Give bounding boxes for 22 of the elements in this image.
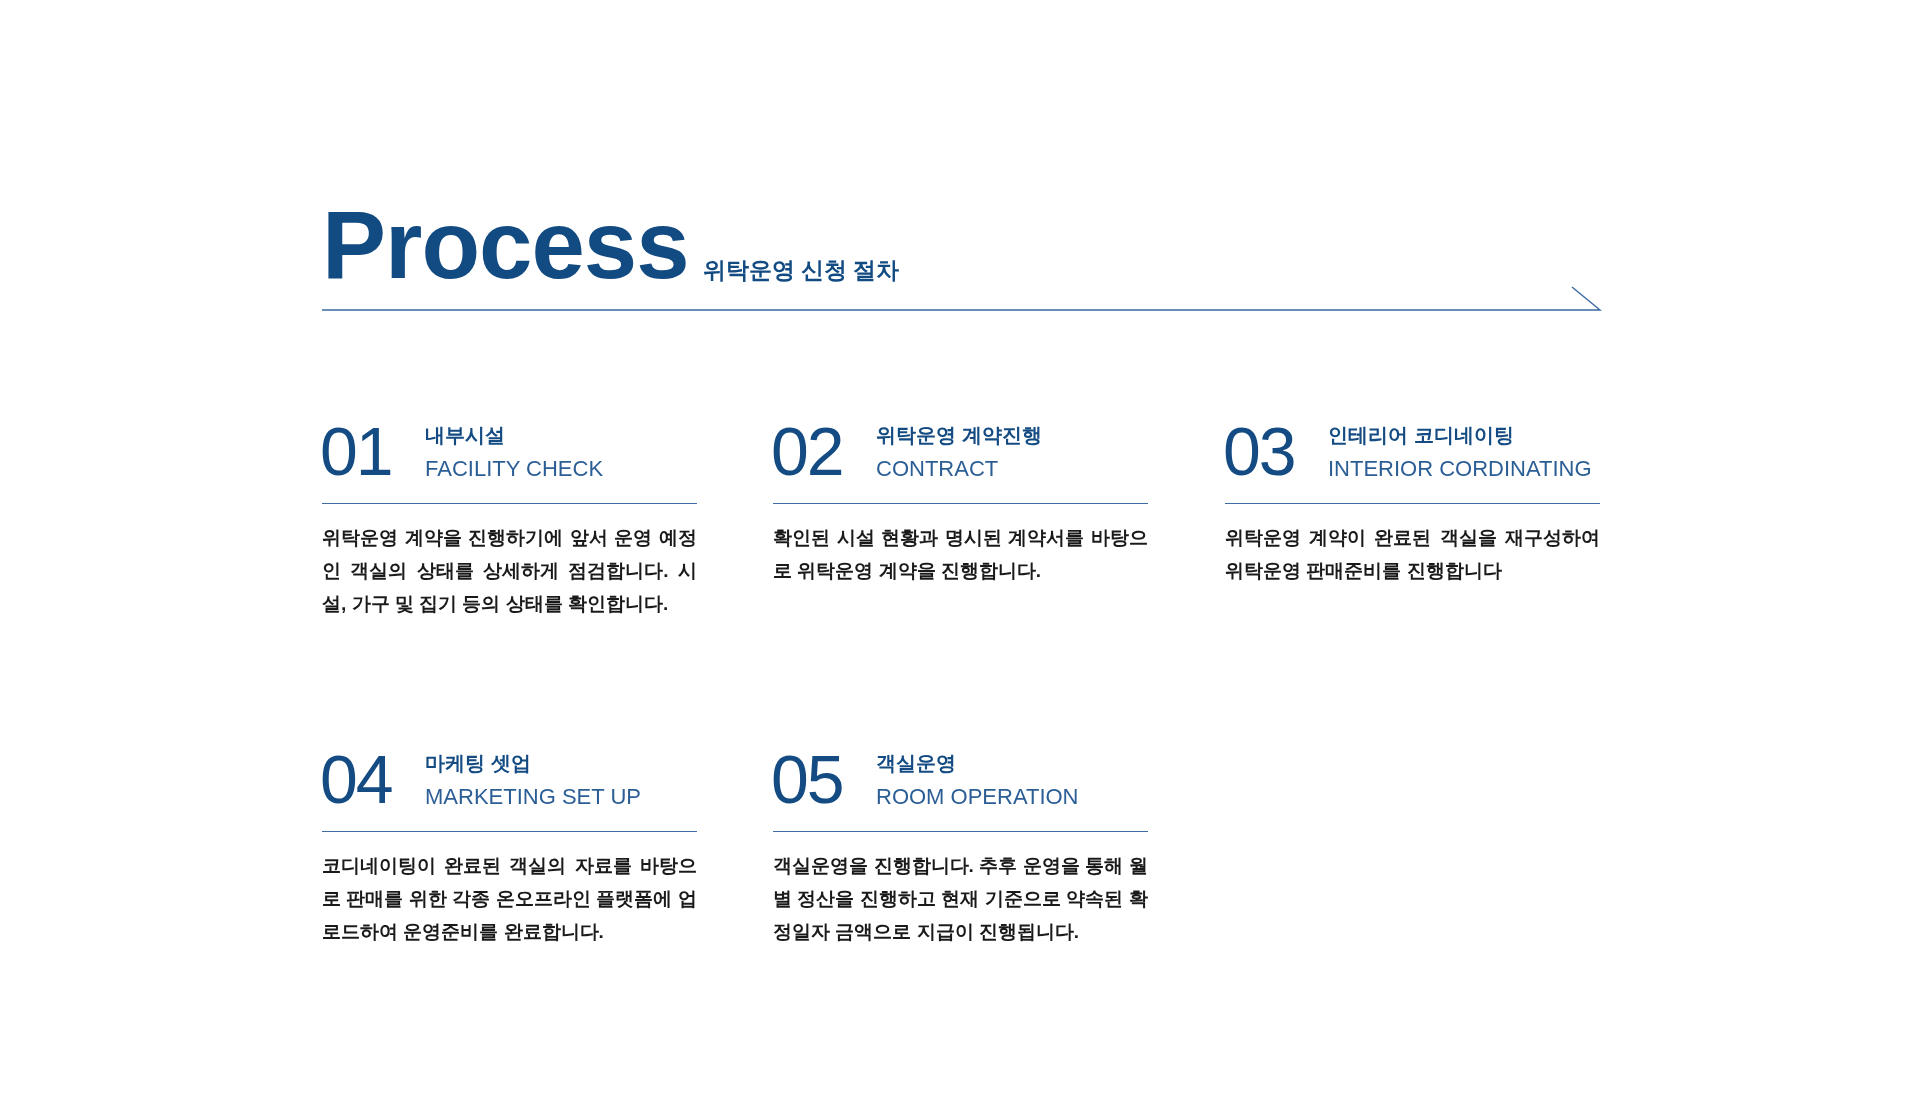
step-number: 03 bbox=[1223, 417, 1295, 485]
page-title: Process bbox=[322, 190, 689, 300]
step-description: 위탁운영 계약이 완료된 객실을 재구성하여 위탁운영 판매준비를 진행합니다 bbox=[1225, 526, 1600, 583]
step-subtitle: MARKETING SET UP bbox=[425, 784, 641, 810]
step-number: 05 bbox=[771, 745, 843, 813]
subtitle: 위탁운영 신청 절차 bbox=[702, 257, 900, 285]
step-description: 위탁운영 계약을 진행하기에 앞서 운영 예정인 객실의 상태를 상세하게 점검합니다. 시설, 가구 및 집기 등의 상태를 확인합니다. bbox=[322, 526, 697, 616]
step-title: 내부시설 bbox=[425, 423, 505, 447]
step-description: 확인된 시설 현황과 명시된 계약서를 바탕으로 위탁운영 계약을 진행합니다. bbox=[773, 526, 1148, 583]
step-description: 객실운영을 진행합니다. 추후 운영을 통해 월별 정산을 진행하고 현재 기준으로 약속된 확정일자 금액으로 지급이 진행됩니다. bbox=[773, 854, 1148, 944]
step-description: 코디네이팅이 완료된 객실의 자료를 바탕으로 판매를 위한 각종 온오프라인 플랫폼에 업로드하여 운영준비를 완료합니다. bbox=[322, 854, 697, 944]
step-number: 04 bbox=[320, 745, 392, 813]
step-number: 02 bbox=[771, 417, 843, 485]
step-title: 객실운영 bbox=[876, 751, 956, 775]
step-title: 위탁운영 계약진행 bbox=[876, 423, 1042, 447]
step-title: 인테리어 코디네이팅 bbox=[1328, 423, 1514, 447]
step-subtitle: INTERIOR CORDINATING bbox=[1328, 456, 1592, 482]
step-subtitle: CONTRACT bbox=[876, 456, 999, 482]
step-subtitle: FACILITY CHECK bbox=[425, 456, 604, 482]
step-subtitle: ROOM OPERATION bbox=[876, 784, 1079, 810]
step-title: 마케팅 셋업 bbox=[425, 751, 531, 775]
step-number: 01 bbox=[320, 417, 392, 485]
